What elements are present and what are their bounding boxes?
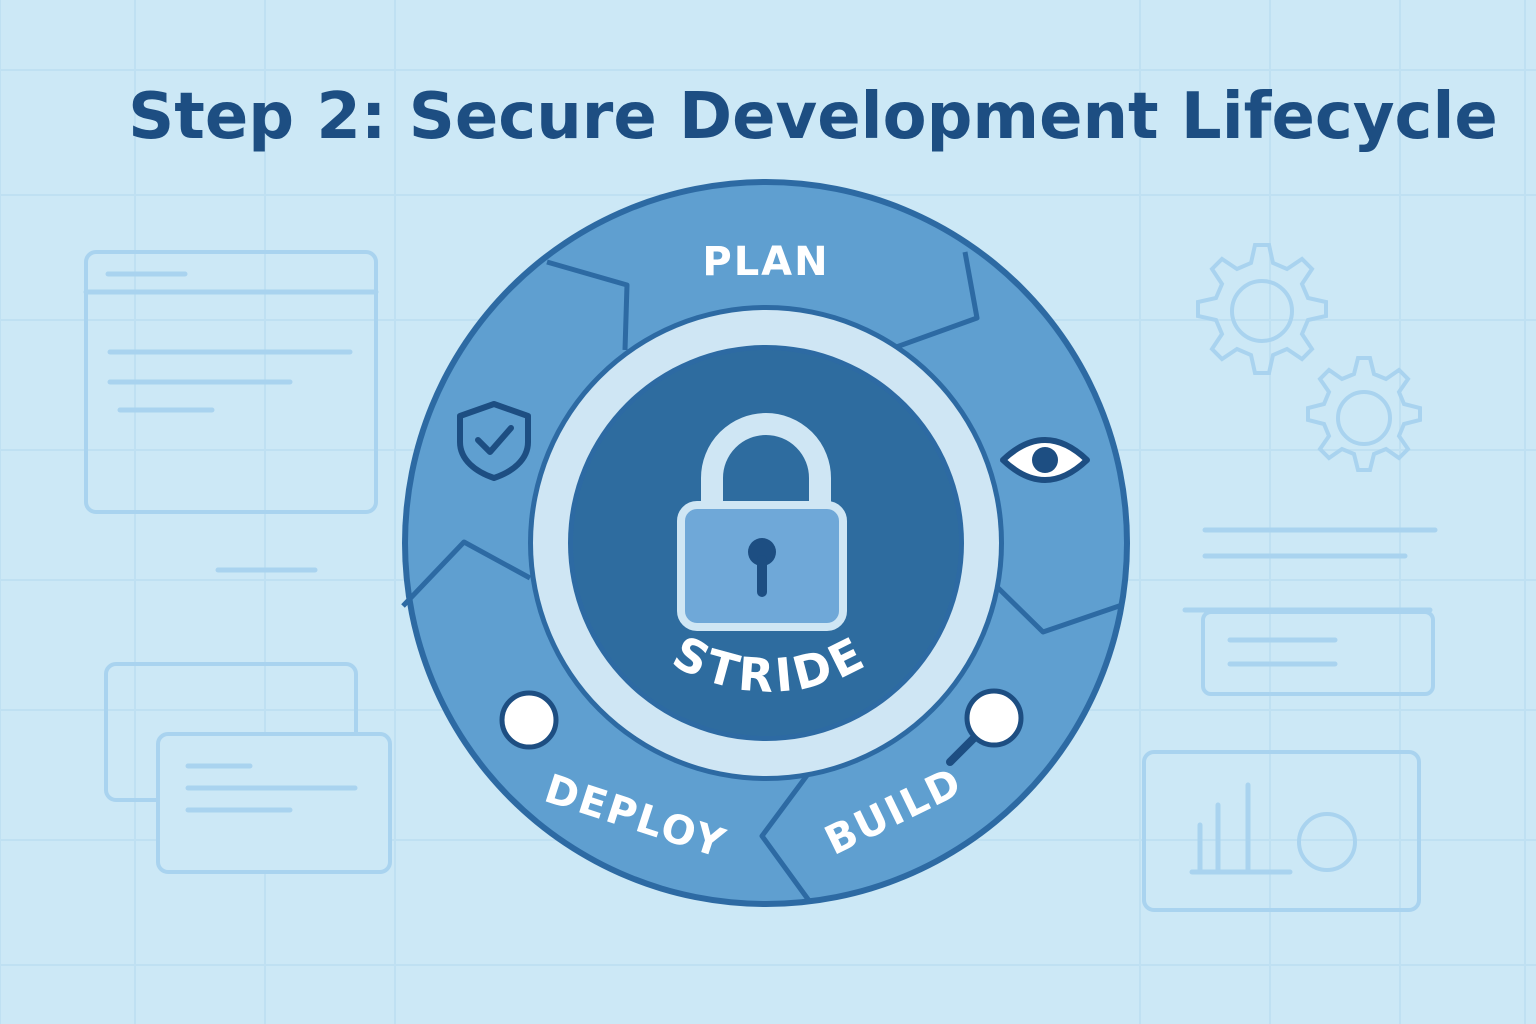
- eye-icon: [1000, 437, 1090, 483]
- segment-label-plan: PLAN: [702, 239, 829, 285]
- page-title: Step 2: Secure Development Lifecycle: [128, 80, 1498, 154]
- shield-check-icon: [457, 401, 531, 481]
- padlock-icon: [677, 413, 847, 631]
- gear-icon: [1196, 243, 1328, 375]
- circle-node-icon: [499, 690, 559, 750]
- background-panel-right: [1142, 527, 1438, 912]
- background-panel-left-top: [83, 250, 379, 573]
- magnifier-icon: [946, 688, 1024, 766]
- background-panel-left-bottom: [104, 662, 392, 874]
- gear-icon: [1306, 356, 1422, 472]
- ring-segment-dividers: [401, 251, 1123, 904]
